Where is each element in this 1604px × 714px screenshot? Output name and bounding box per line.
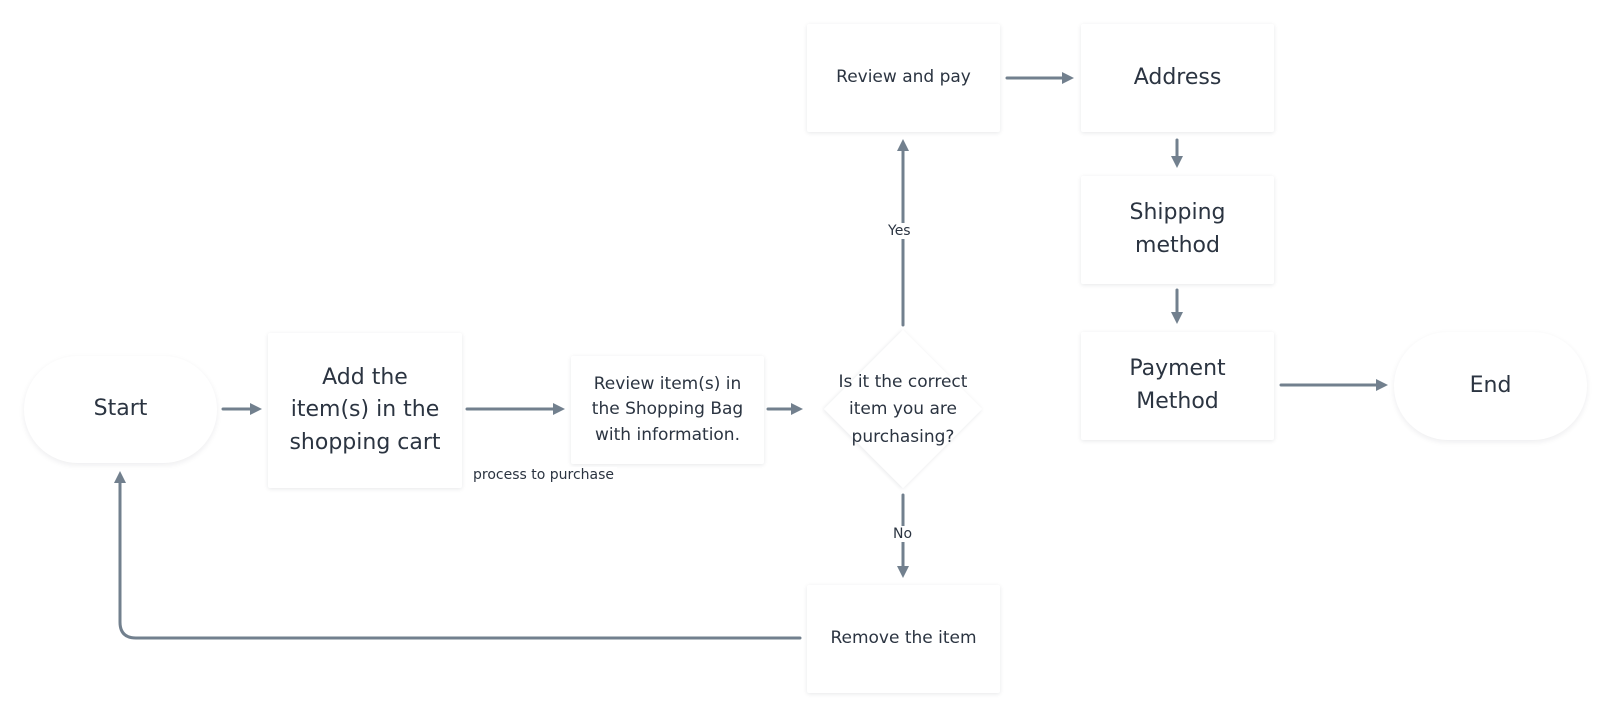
remove-item-node: Remove the item [807, 585, 1000, 693]
edge-label-no: No [890, 526, 916, 542]
edge-pay-to-address [1005, 72, 1074, 84]
remove-item-node-label: Remove the item [830, 628, 977, 649]
payment-method-node: Payment Method [1081, 332, 1274, 440]
add-to-cart-node: Add the item(s) in the shopping cart [268, 333, 462, 488]
edge-address-to-shipping [1171, 138, 1183, 168]
end-node-label: End [1469, 372, 1512, 398]
review-bag-node-label: Review item(s) in the Shopping Bag with … [591, 374, 744, 445]
edge-payment-to-end [1279, 379, 1388, 391]
decision-node-text: Is it the correct item you are purchasin… [828, 363, 978, 457]
address-node: Address [1081, 24, 1274, 132]
review-bag-node: Review item(s) in the Shopping Bag with … [571, 356, 764, 464]
edge-label-yes: Yes [885, 223, 914, 239]
edge-shipping-to-payment [1171, 288, 1183, 324]
shipping-method-node: Shipping method [1081, 176, 1274, 284]
edge-label-process: process to purchase [470, 467, 618, 483]
end-node: End [1394, 332, 1587, 440]
decision-node-label: Is it the correct item you are purchasin… [838, 371, 968, 447]
edge-add-to-review [465, 403, 565, 415]
shipping-method-node-label: Shipping method [1129, 200, 1226, 258]
address-node-label: Address [1133, 64, 1222, 90]
start-node: Start [24, 356, 217, 463]
payment-method-node-label: Payment Method [1129, 356, 1226, 414]
edge-start-to-add [221, 403, 262, 415]
edge-review-to-decision [766, 403, 803, 415]
edge-remove-to-start [114, 471, 802, 640]
review-pay-node: Review and pay [807, 24, 1000, 132]
start-node-label: Start [93, 396, 148, 422]
add-to-cart-node-label: Add the item(s) in the shopping cart [289, 364, 441, 455]
review-pay-node-label: Review and pay [836, 67, 971, 88]
